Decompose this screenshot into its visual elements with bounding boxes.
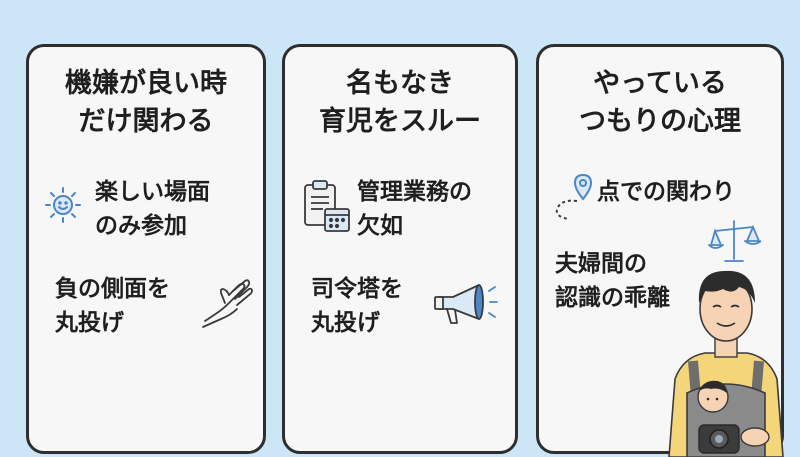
scales-icon [707, 217, 761, 267]
sun-icon [43, 185, 83, 225]
card-title: 機嫌が良い時 だけ関わる [65, 68, 227, 137]
card-mood-only: 機嫌が良い時 だけ関わる 楽しい場面 のみ参加 負の側面を 丸投げ [26, 44, 266, 454]
card-title: 名もなき 育児をスルー [319, 68, 481, 137]
item-fun-only: 楽しい場面 のみ参加 [95, 179, 210, 239]
clipboard-calendar-icon [301, 179, 353, 235]
card-pretend-psychology: やっている つもりの心理 点での関わり 夫婦間の 認識の乖離 [536, 44, 787, 457]
location-pin-icon [551, 171, 597, 221]
item-dump-commander: 司令塔を 丸投げ [311, 276, 403, 336]
father-with-baby-illustration [665, 257, 787, 457]
item-dump-negative: 負の側面を 丸投げ [55, 276, 170, 336]
hand-icon [199, 275, 255, 329]
card-title: やっている つもりの心理 [579, 68, 741, 137]
item-no-management: 管理業務の 欠如 [357, 179, 472, 239]
item-perception-gap: 夫婦間の 認識の乖離 [555, 251, 670, 311]
item-point-involvement: 点での関わり [597, 179, 735, 205]
megaphone-icon [433, 279, 501, 331]
card-ignore-invisible-tasks: 名もなき 育児をスルー 管理業務の 欠如 司令塔を 丸投げ [282, 44, 518, 454]
